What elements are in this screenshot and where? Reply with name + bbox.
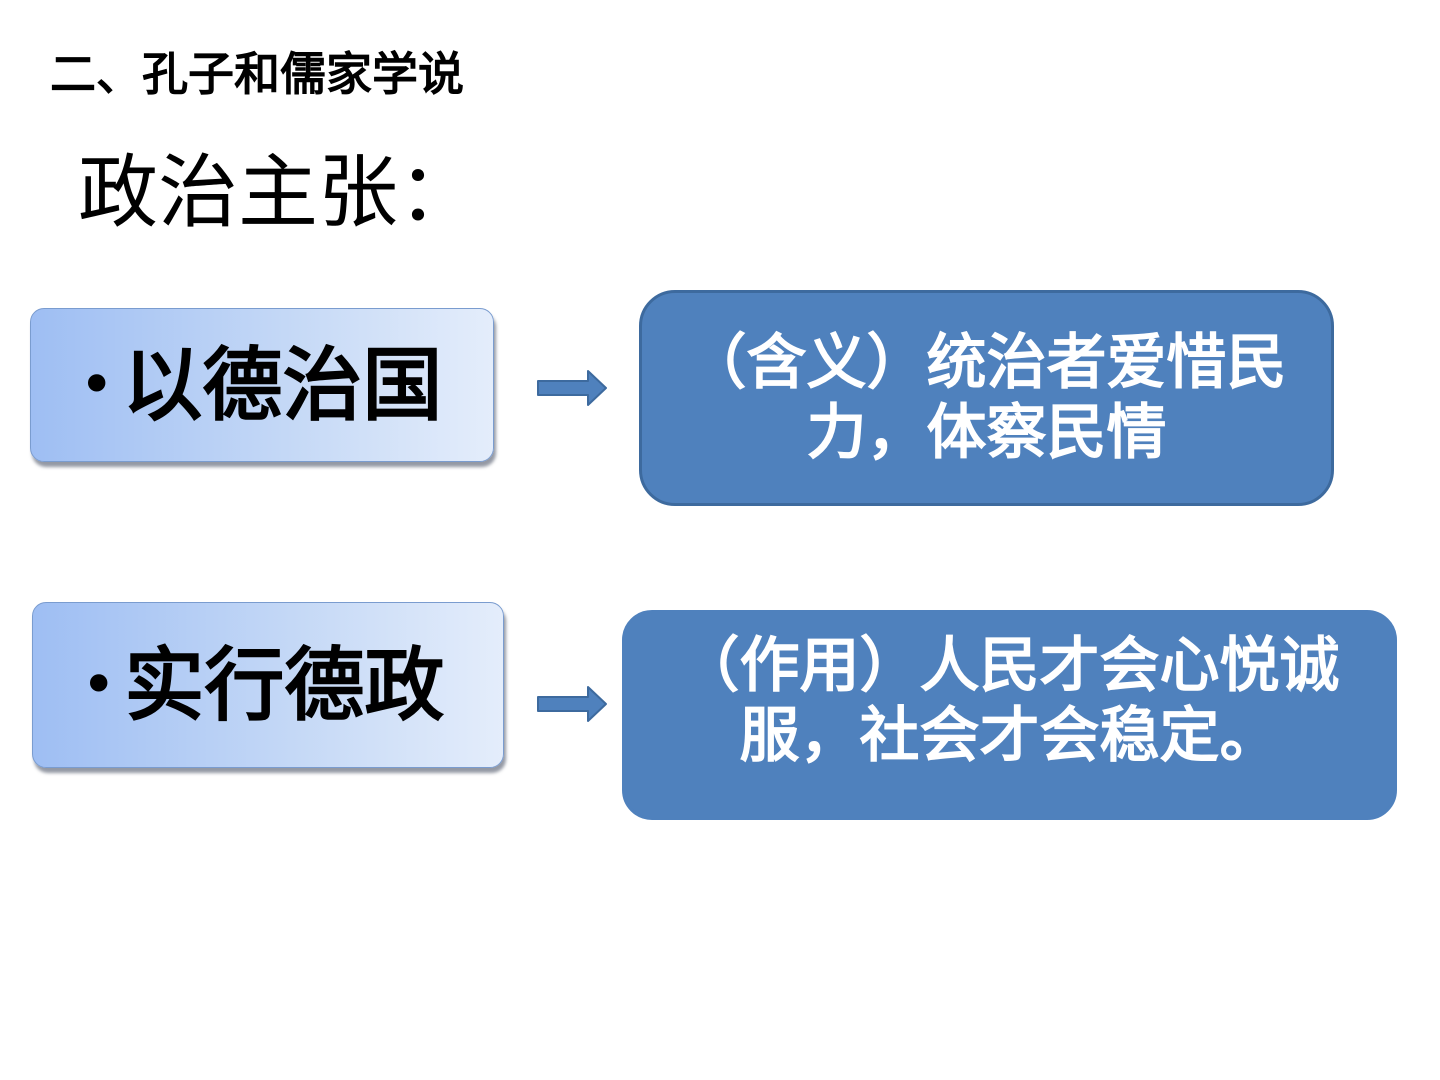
right-arrow-icon: [537, 370, 607, 406]
section-title: 二、孔子和儒家学说: [50, 47, 464, 101]
point-label-2: 实行德政: [124, 638, 445, 732]
right-arrow-icon: [537, 686, 607, 722]
explanation-text-2: （作用）人民才会心悦诚服，社会才会稳定。: [679, 631, 1340, 771]
bullet-2: •: [81, 650, 117, 720]
point-box-1: • 以德治国: [30, 308, 494, 462]
explanation-box-2: （作用）人民才会心悦诚服，社会才会稳定。: [622, 610, 1397, 820]
point-label-1: 以德治国: [122, 338, 443, 432]
point-box-2: • 实行德政: [32, 602, 504, 768]
explanation-text-1: （含义）统治者爱惜民力，体察民情: [686, 328, 1287, 468]
bullet-1: •: [79, 350, 115, 420]
explanation-box-1: （含义）统治者爱惜民力，体察民情: [639, 290, 1334, 506]
slide-subtitle: 政治主张：: [78, 146, 478, 239]
